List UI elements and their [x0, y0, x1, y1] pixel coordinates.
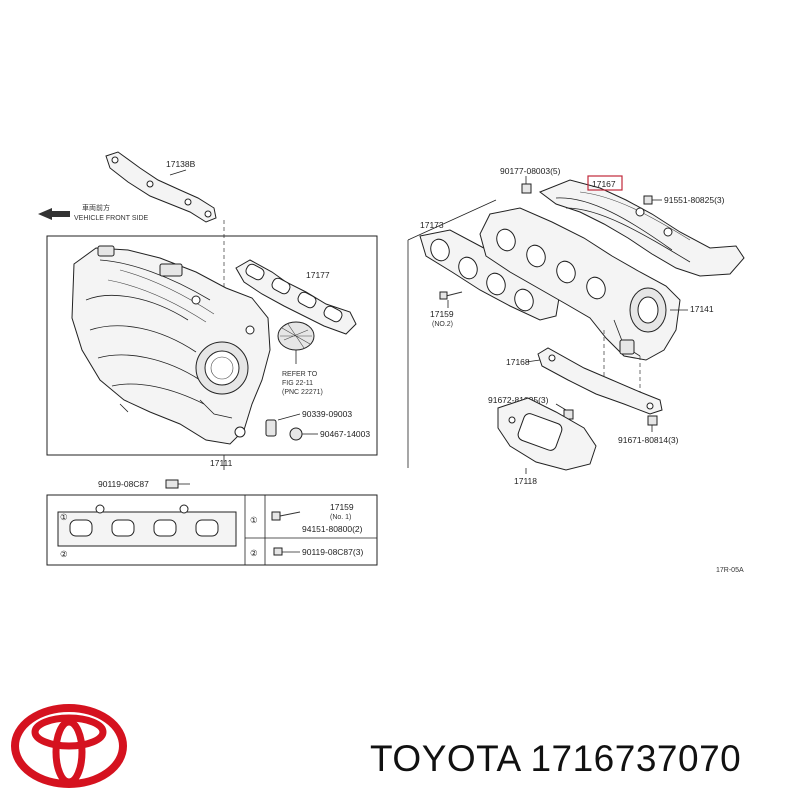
nut-90177: [521, 176, 532, 194]
legend-box: [46, 494, 378, 566]
exhaust-manifold-17141: [479, 207, 681, 361]
legend-row2: 94151-80800(2): [302, 524, 363, 534]
label-17177: 17177: [306, 270, 330, 280]
brand-name: TOYOTA: [370, 738, 520, 779]
front-arrow-icon: [38, 208, 70, 220]
legend-row1a: 17159: [330, 502, 354, 512]
label-17173: 17173: [420, 220, 444, 230]
bolt-90119: [165, 479, 190, 489]
label-90339: 90339-09003: [302, 409, 352, 419]
bolt-91671: [647, 415, 658, 432]
refer-text-3: (PNC 22271): [282, 389, 323, 396]
figure-code: 17R-05A: [716, 567, 744, 574]
label-17111: 17111: [210, 458, 233, 468]
part-number: 1716737070: [530, 738, 742, 779]
intake-manifold-frame: [46, 235, 378, 456]
legend-marker-2: ②: [60, 549, 68, 559]
gasket-17173: [419, 229, 561, 321]
refer-text-1: REFER TO: [282, 371, 318, 378]
bolt-91551: [643, 195, 662, 205]
heat-insulator-17167: [538, 179, 745, 277]
stud-17159-no1: [271, 511, 301, 521]
gasket-17177: [235, 259, 357, 335]
label-17168: 17168: [506, 357, 530, 367]
plug-90339: [265, 413, 301, 437]
legend-row3: 90119-08C87(3): [302, 547, 363, 557]
label-17141: 17141: [690, 304, 714, 314]
brand-line: TOYOTA 1716737070: [370, 738, 741, 780]
gasket-17138b: [105, 151, 217, 223]
legend-marker-1b: ①: [250, 515, 258, 525]
highlight-box-17167: [587, 175, 623, 191]
label-17167: 17167: [592, 179, 616, 189]
label-90177: 90177-08003(5): [500, 166, 561, 176]
label-17118: 17118: [514, 476, 537, 486]
vehicle-front-note: 車両前方 VEHICLE FRONT SIDE: [38, 203, 148, 222]
label-91672: 91672-81025(3): [488, 395, 549, 405]
label-17159: 17159: [430, 309, 454, 319]
label-90467: 90467-14003: [320, 429, 370, 439]
label-17159-no2: (NO.2): [432, 321, 453, 328]
label-90119: 90119-08C87: [98, 479, 149, 489]
bracket-17168: [537, 347, 663, 415]
front-note-cn: 車両前方: [82, 203, 110, 212]
throttle-gasket: [277, 321, 315, 351]
bolt-90119-legend: [273, 547, 300, 556]
legend-row1b: (No. 1): [330, 514, 351, 521]
stud-17159-no2: [439, 291, 463, 308]
refer-text-2: FIG 22-11: [282, 380, 313, 387]
intake-manifold-17111: [71, 245, 271, 445]
clamp-90467: [289, 427, 318, 441]
front-note-en: VEHICLE FRONT SIDE: [74, 215, 148, 222]
label-91671: 91671-80814(3): [618, 435, 679, 445]
toyota-logo-icon: [11, 704, 127, 788]
label-91551: 91551-80825(3): [664, 195, 725, 205]
legend-marker-1: ①: [60, 512, 68, 522]
heat-shield-17118: [497, 397, 597, 471]
label-17138b: 17138B: [166, 159, 196, 169]
legend-marker-2b: ②: [250, 548, 258, 558]
